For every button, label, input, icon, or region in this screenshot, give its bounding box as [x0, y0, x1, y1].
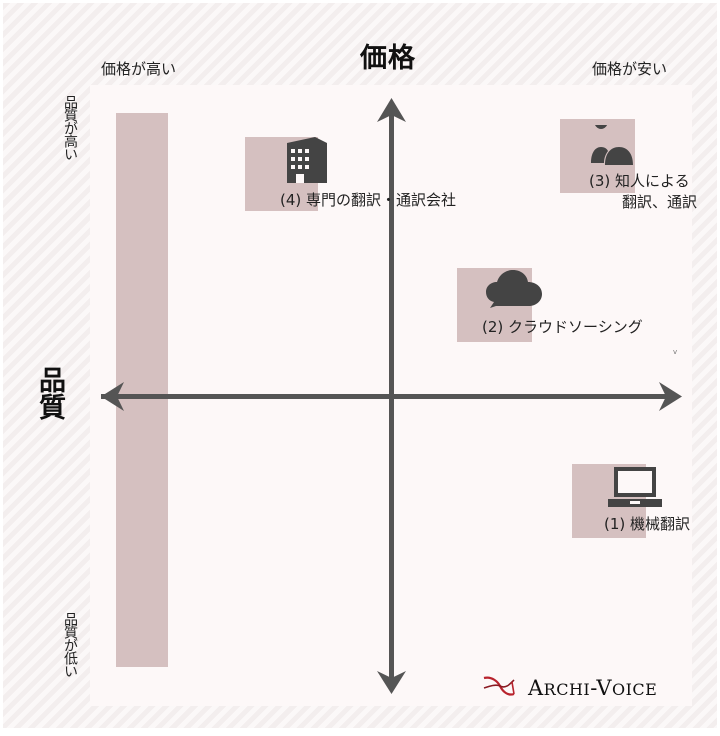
cloud-icon	[486, 270, 542, 308]
laptop-icon	[608, 467, 662, 507]
arrow-left-icon	[101, 382, 124, 411]
item-3-label-line2: 翻訳、通訳	[622, 193, 698, 211]
horizontal-axis-line	[101, 394, 671, 399]
arrow-up-icon	[377, 98, 406, 122]
quality-axis-title: 品質	[34, 366, 65, 420]
label-quality-high: 品質が高い	[62, 95, 78, 160]
people-icon	[591, 125, 633, 165]
price-axis-title: 価格	[360, 43, 416, 74]
arrow-down-icon	[377, 671, 406, 694]
label-quality-low: 品質が低い	[62, 612, 78, 677]
archi-voice-logo-text: ARCHI-VOICE	[528, 676, 658, 700]
archi-voice-logo-icon	[483, 676, 515, 696]
vertical-axis-line	[389, 112, 394, 682]
building-icon	[287, 137, 327, 183]
label-price-high: 価格が高い	[101, 60, 177, 78]
label-price-low: 価格が安い	[592, 60, 668, 78]
item-2-label: (2) クラウドソーシング	[482, 318, 643, 336]
small-mark: v	[673, 348, 678, 356]
item-1-label: (1) 機械翻訳	[604, 515, 691, 533]
quality-highlight-bar	[116, 113, 168, 667]
item-3-label-line1: (3) 知人による	[589, 172, 690, 190]
item-4-label: (4) 専門の翻訳・通訳会社	[280, 191, 457, 209]
arrow-right-icon	[659, 382, 682, 411]
